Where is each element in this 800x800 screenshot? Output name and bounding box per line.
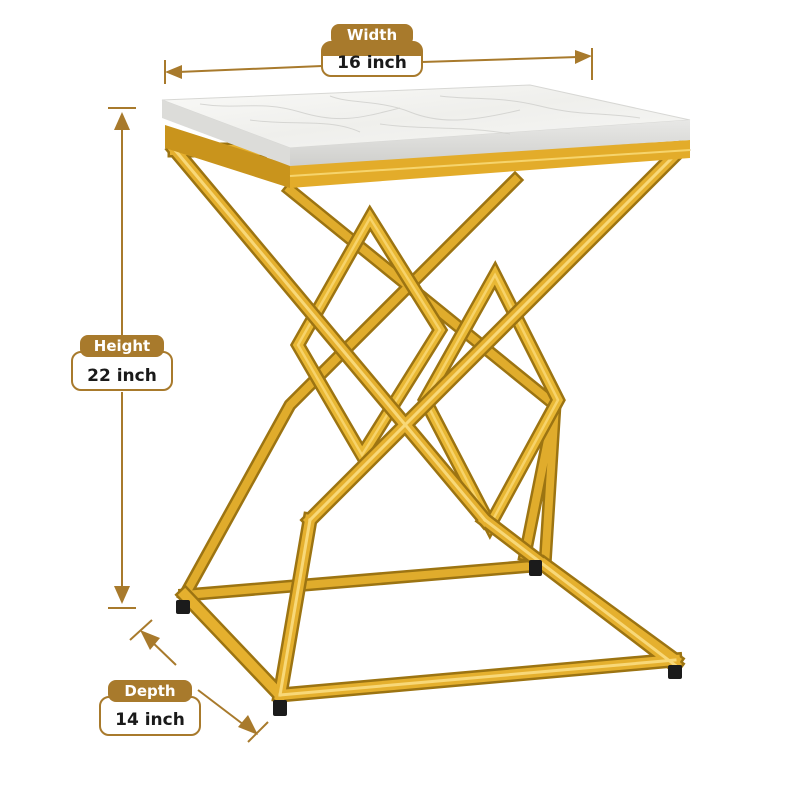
width-value: 16 inch bbox=[337, 53, 407, 73]
arrow-lower-right-icon bbox=[238, 715, 258, 735]
frame-front bbox=[164, 139, 691, 706]
width-title: Width bbox=[347, 26, 397, 44]
height-measurement: Height 22 inch bbox=[71, 107, 173, 609]
depth-badge: Depth 14 inch bbox=[99, 680, 201, 736]
top-support-frame bbox=[165, 125, 691, 188]
width-badge: Width 16 inch bbox=[321, 24, 423, 77]
side-table bbox=[161, 84, 691, 716]
width-measurement: Width 16 inch bbox=[164, 24, 593, 84]
height-value: 22 inch bbox=[87, 366, 157, 386]
arrow-upper-left-icon bbox=[140, 630, 160, 650]
depth-measurement: Depth 14 inch bbox=[99, 619, 269, 743]
arrow-down-icon bbox=[114, 586, 130, 604]
arrow-up-icon bbox=[114, 112, 130, 130]
height-title: Height bbox=[94, 337, 150, 355]
arrow-left-icon bbox=[165, 65, 182, 79]
marble-top bbox=[161, 84, 691, 166]
depth-title: Depth bbox=[124, 682, 175, 700]
arrow-right-icon bbox=[575, 50, 592, 64]
depth-value: 14 inch bbox=[115, 710, 185, 730]
height-badge: Height 22 inch bbox=[71, 335, 173, 391]
table-feet bbox=[176, 560, 682, 716]
